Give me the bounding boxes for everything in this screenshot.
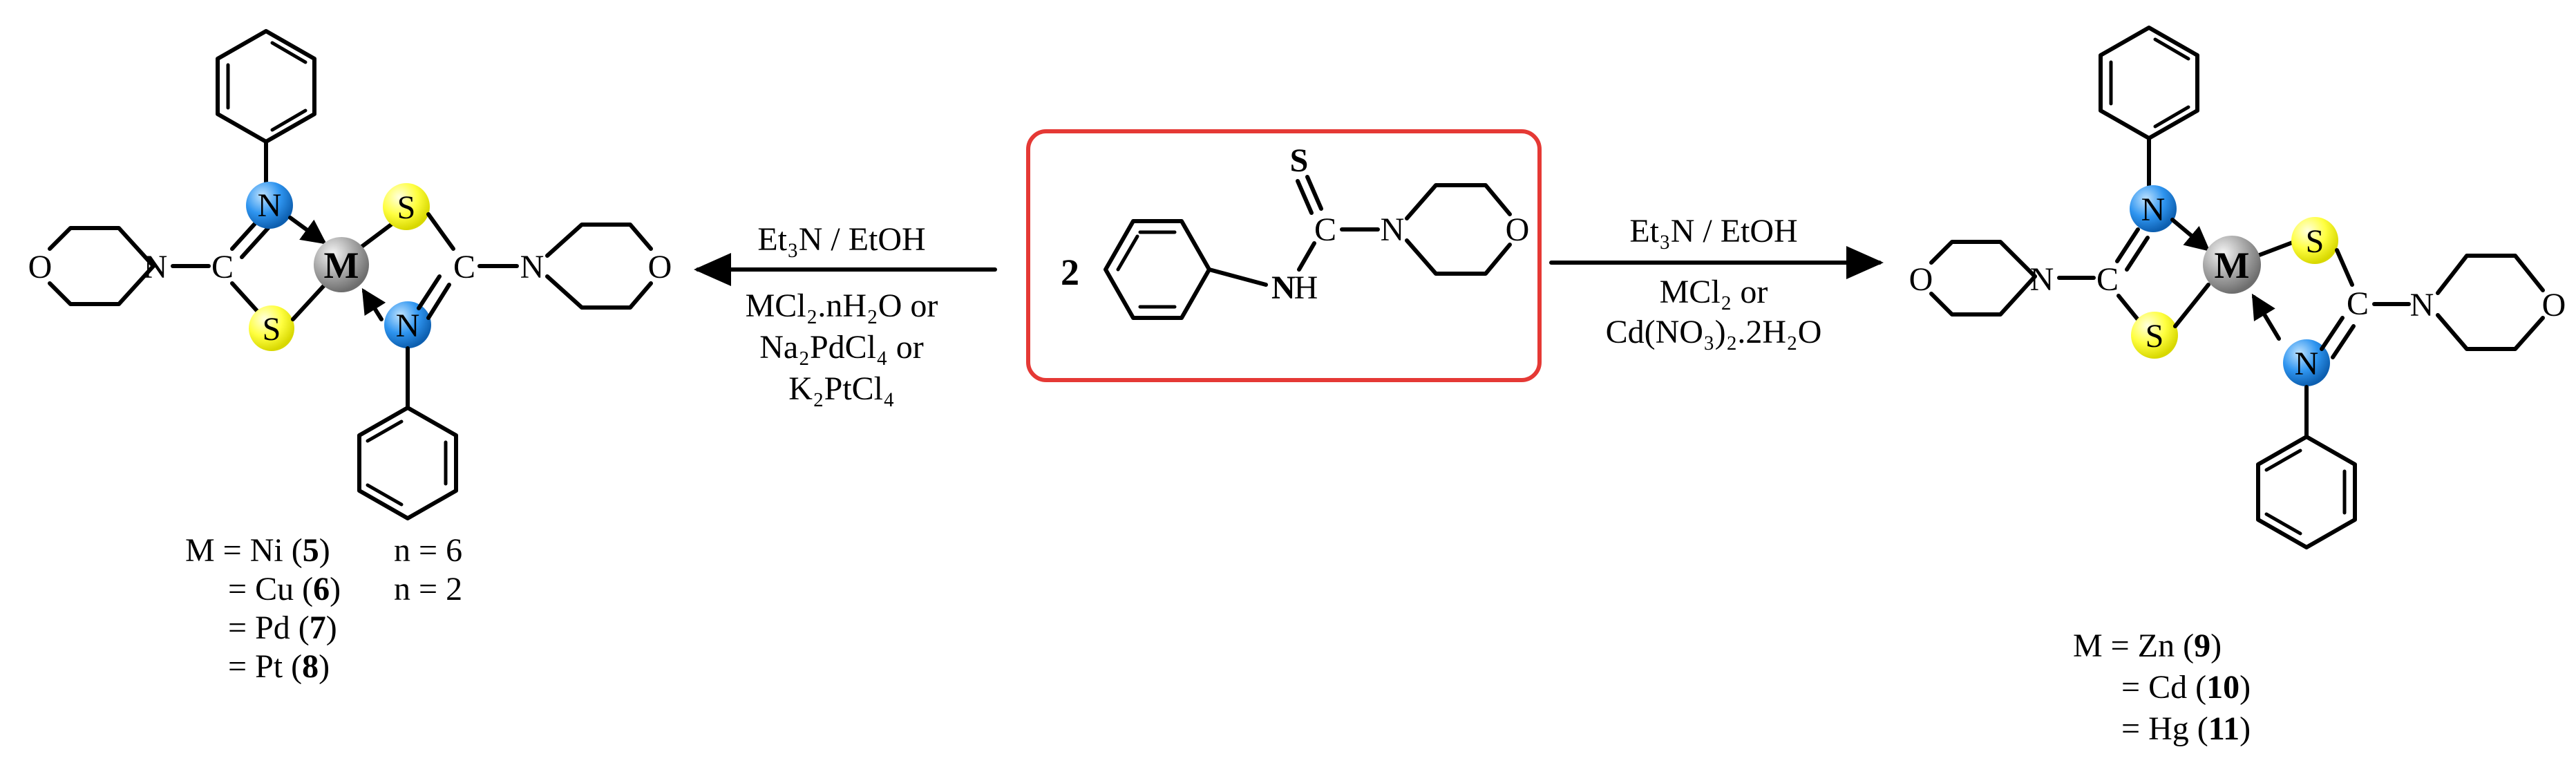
left-complex: O N C N S M S N C N O [28, 29, 672, 520]
reactant-morpholine-nitrogen-label: N [1381, 211, 1405, 248]
nitrogen-sphere [2130, 185, 2177, 232]
left-upper-phenyl-ring [216, 29, 316, 144]
metal-sphere [2203, 236, 2261, 294]
right-conditions: Et₃N / EtOH MCl₂ or Cd(NO₃)₂.2H₂O [1606, 213, 1822, 350]
sulfur-label: S [2306, 223, 2324, 260]
sulfur-sphere [249, 305, 294, 351]
svg-text:MCl₂.nH₂O or: MCl₂.nH₂O or [746, 287, 938, 324]
thioamide-carbon-label: C [211, 249, 234, 285]
morpholine-nitrogen-label: N [2410, 287, 2434, 323]
thioamide-carbon-label: C [2096, 261, 2119, 298]
sulfur-sphere [2291, 217, 2338, 264]
stoichiometry-label: 2 [1061, 252, 1079, 293]
thioamide-carbon-label: C [453, 249, 475, 285]
nh-label: NH [1271, 270, 1318, 306]
thioamide-carbon-label: C [2347, 285, 2369, 322]
nitrogen-sphere [2283, 339, 2330, 386]
reactant-morpholine-ring [1405, 183, 1512, 276]
nitrogen-sphere [246, 182, 293, 229]
left-lower-phenyl-ring [357, 406, 458, 520]
svg-text:MCl₂ or: MCl₂ or [1660, 274, 1768, 310]
legend-row: = Cu (6) [228, 571, 341, 607]
nitrogen-label: N [396, 308, 420, 344]
svg-text:Cd(NO₃)₂.2H₂O: Cd(NO₃)₂.2H₂O [1606, 314, 1822, 350]
thione-sulfur-label: S [1290, 142, 1309, 179]
svg-text:Et₃N / EtOH: Et₃N / EtOH [757, 221, 925, 258]
nitrogen-label: N [2295, 346, 2319, 382]
legend-row: M = Ni (5) [185, 532, 330, 569]
sulfur-label: S [397, 189, 416, 226]
reactant-box [1026, 129, 1542, 382]
metal-label: M [2215, 245, 2250, 286]
morpholine-oxygen-label: O [1909, 261, 1933, 298]
metal-sphere [314, 237, 369, 292]
legend-row: = Cd (10) [2121, 669, 2251, 706]
right-product-legend: M = Zn (9) = Cd (10) = Hg (11) [2073, 627, 2251, 747]
svg-text:Na₂PdCl₄ or: Na₂PdCl₄ or [759, 329, 923, 366]
right-morpholine-ring-a [1929, 240, 2037, 317]
legend-row: = Hg (11) [2121, 710, 2251, 747]
left-morpholine-ring-b [545, 223, 653, 310]
legend-row: = Pd (7) [228, 610, 337, 646]
right-upper-phenyl-ring [2099, 26, 2199, 140]
reactant-morpholine-oxygen-label: O [1506, 211, 1530, 248]
legend-row: M = Zn (9) [2073, 627, 2222, 664]
morpholine-nitrogen-label: N [520, 249, 544, 285]
right-complex: O N C N S M S N C N O [1909, 26, 2566, 549]
right-morpholine-ring-b [2436, 254, 2545, 351]
morpholine-nitrogen-label: N [2030, 261, 2054, 298]
morpholine-nitrogen-label: N [144, 249, 168, 285]
left-conditions: Et₃N / EtOH MCl₂.nH₂O or Na₂PdCl₄ or K₂P… [746, 221, 938, 407]
nitrogen-label: N [2141, 191, 2166, 228]
sulfur-label: S [263, 311, 281, 348]
thiocarbonyl-carbon-label: C [1314, 211, 1336, 248]
left-product-legend: M = Ni (5) n = 6 = Cu (6) n = 2 = Pd (7)… [185, 532, 462, 685]
metal-label: M [324, 245, 359, 286]
nitrogen-label: N [258, 187, 282, 224]
sulfur-sphere [2131, 312, 2178, 359]
right-lower-phenyl-ring [2256, 435, 2357, 549]
reactant-phenyl-ring [1104, 219, 1211, 320]
sulfur-sphere [383, 183, 430, 230]
legend-row: = Pt (8) [228, 648, 330, 685]
left-morpholine-ring-a [48, 226, 155, 306]
morpholine-oxygen-label: O [28, 249, 53, 285]
morpholine-oxygen-label: O [648, 249, 672, 285]
legend-n-value: n = 6 [394, 532, 462, 569]
svg-text:K₂PtCl₄: K₂PtCl₄ [788, 370, 895, 407]
svg-text:Et₃N / EtOH: Et₃N / EtOH [1629, 213, 1797, 249]
morpholine-oxygen-label: O [2542, 287, 2566, 323]
legend-n-value: n = 2 [394, 571, 462, 607]
nitrogen-sphere [384, 301, 431, 348]
sulfur-label: S [2146, 318, 2164, 355]
